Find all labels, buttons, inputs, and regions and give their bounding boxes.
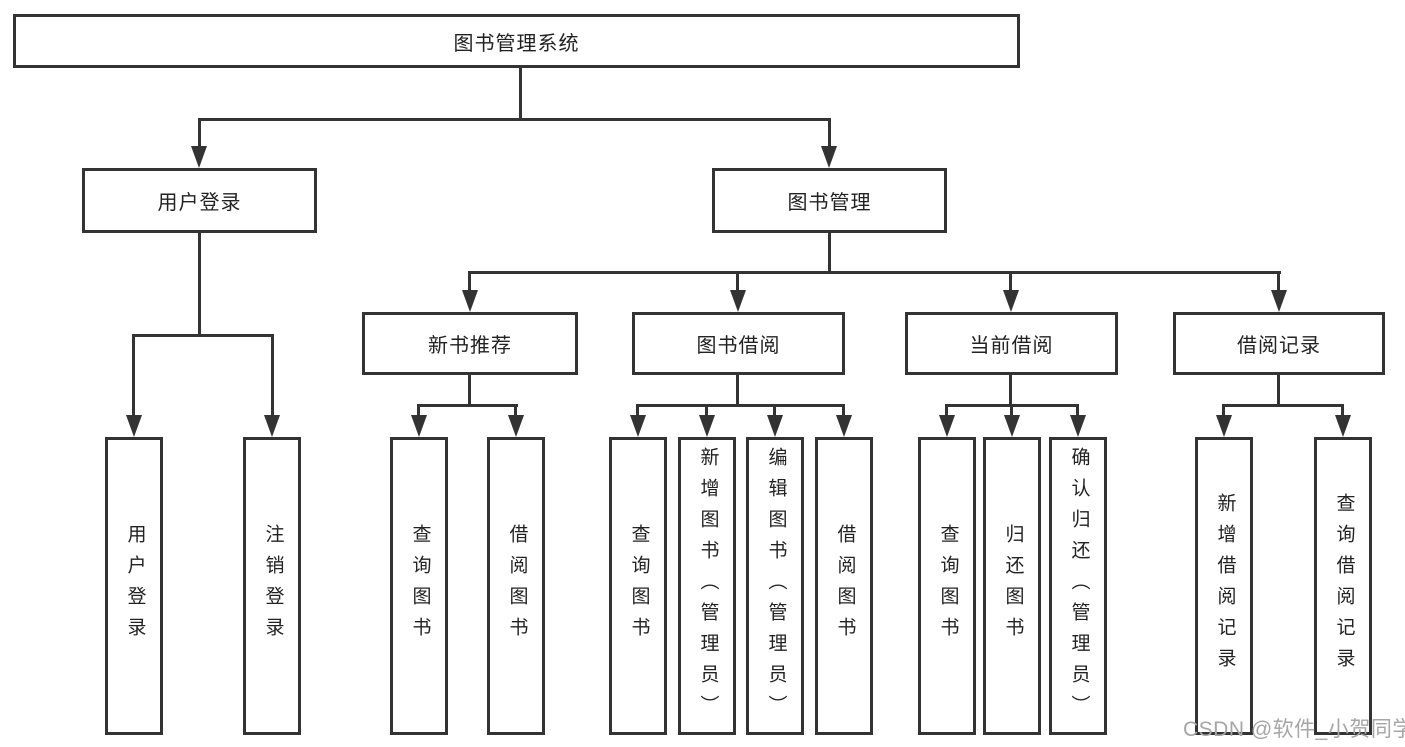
connector-line [1009,271,1012,290]
node-current-borrowing: 当前借阅 [905,312,1118,375]
arrowhead-down-icon [730,290,746,312]
node-book-borrowing: 图书借阅 [632,312,845,375]
node-library-system: 图书管理系统 [13,14,1020,68]
leaf-logout: 注销登录 [243,437,301,735]
connector-line [1341,404,1344,415]
connector-line [1222,404,1225,415]
arrowhead-down-icon [1004,415,1020,437]
leaf-add-borrow-record: 新增借阅记录 [1195,437,1253,735]
arrowhead-down-icon [821,146,837,168]
connector-line [842,404,845,415]
arrowhead-down-icon [630,415,646,437]
arrowhead-down-icon [767,415,783,437]
connector-line [198,118,201,146]
connector-line [828,118,831,146]
connector-line [132,334,135,415]
connector-line [198,118,831,121]
connector-line [773,404,776,415]
connector-line [514,404,517,415]
arrowhead-down-icon [1070,415,1086,437]
arrowhead-down-icon [462,290,478,312]
connector-line [828,233,831,274]
leaf-borrow-books-recommend: 借阅图书 [487,437,545,735]
connector-line [468,375,471,406]
arrowhead-down-icon [939,415,955,437]
connector-line [1009,375,1012,406]
connector-line [271,334,274,415]
arrowhead-down-icon [411,415,427,437]
arrowhead-down-icon [1216,415,1232,437]
connector-line [636,404,639,415]
arrowhead-down-icon [191,146,207,168]
connector-line [198,233,201,336]
leaf-query-books-recommend: 查询图书 [390,437,448,735]
leaf-edit-book-admin: 编辑图书（管理员） [746,437,804,735]
connector-line [636,404,845,407]
leaf-return-book: 归还图书 [983,437,1041,735]
connector-line [736,375,739,406]
connector-line [133,334,274,337]
leaf-confirm-return-admin: 确认归还（管理员） [1049,437,1107,735]
leaf-query-books-borrowing: 查询图书 [609,437,667,735]
connector-line [1277,375,1280,406]
connector-line [736,271,739,290]
node-user-login: 用户登录 [82,168,317,233]
arrowhead-down-icon [836,415,852,437]
connector-line [468,271,1281,274]
arrowhead-down-icon [508,415,524,437]
leaf-user-login: 用户登录 [105,437,163,735]
arrowhead-down-icon [1003,290,1019,312]
connector-line [705,404,708,415]
leaf-query-books-current: 查询图书 [918,437,976,735]
arrowhead-down-icon [699,415,715,437]
arrowhead-down-icon [264,415,280,437]
arrowhead-down-icon [1271,290,1287,312]
arrowhead-down-icon [126,415,142,437]
connector-line [417,404,518,407]
connector-line [1010,404,1013,415]
leaf-add-book-admin: 新增图书（管理员） [678,437,736,735]
leaf-borrow-books: 借阅图书 [815,437,873,735]
connector-line [1277,271,1280,290]
connector-line [468,271,471,290]
arrowhead-down-icon [1335,415,1351,437]
connector-line [519,68,522,121]
connector-line [1222,404,1343,407]
connector-line [1076,404,1079,415]
connector-line [417,404,420,415]
node-book-management: 图书管理 [712,168,947,233]
connector-line [945,404,948,415]
node-borrowing-records: 借阅记录 [1173,312,1385,375]
watermark: CSDN @软件_小贺同学 [1183,718,1405,741]
node-new-book-recommend: 新书推荐 [362,312,578,375]
leaf-query-borrow-record: 查询借阅记录 [1314,437,1372,735]
